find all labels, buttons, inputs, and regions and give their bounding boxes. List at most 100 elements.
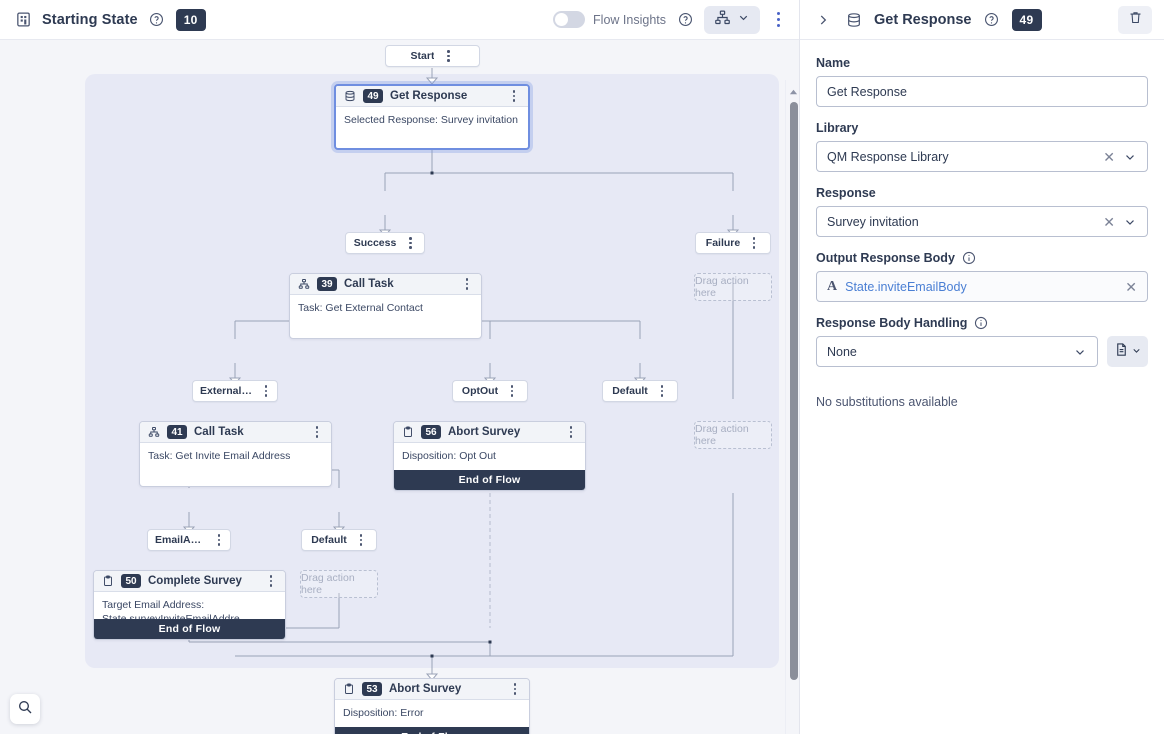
kebab-dot xyxy=(660,394,664,397)
kebab-dot xyxy=(409,241,412,245)
scrollbar-thumb[interactable] xyxy=(789,102,798,680)
branch-menu-icon[interactable] xyxy=(442,48,454,64)
clipboard-icon xyxy=(402,426,414,438)
properties-panel: Get Response 49 Name xyxy=(800,0,1164,734)
node-header[interactable]: 49 Get Response xyxy=(336,86,528,107)
canvas-search-button[interactable] xyxy=(10,694,40,724)
node-menu-icon[interactable] xyxy=(311,424,323,440)
info-icon[interactable] xyxy=(974,316,988,330)
node-header[interactable]: 41 Call Task xyxy=(140,422,331,443)
flow-node-abort-survey-56[interactable]: 56 Abort Survey Disposition: Opt Out End… xyxy=(393,421,586,491)
insights-help-circle-icon[interactable] xyxy=(674,9,696,31)
info-icon[interactable] xyxy=(962,251,976,265)
canvas-vertical-scrollbar[interactable] xyxy=(785,80,799,734)
kebab-dot xyxy=(510,385,514,388)
kebab-dot xyxy=(409,237,412,240)
dropzone-label: Drag action here xyxy=(695,423,749,447)
kebab-dot xyxy=(510,394,514,397)
branch-pill-optout[interactable]: OptOut xyxy=(452,380,528,402)
help-circle-icon[interactable] xyxy=(146,9,168,31)
name-input[interactable]: Get Response xyxy=(816,76,1148,107)
label-text: Library xyxy=(816,121,859,135)
library-value: QM Response Library xyxy=(827,149,949,164)
flow-node-complete-survey-50[interactable]: 50 Complete Survey Target Email Address:… xyxy=(93,570,286,640)
node-header[interactable]: 53 Abort Survey xyxy=(335,679,529,700)
node-header[interactable]: 56 Abort Survey xyxy=(394,422,585,443)
branch-menu-icon[interactable] xyxy=(404,235,416,251)
flow-insights-toggle[interactable]: Flow Insights xyxy=(553,11,666,28)
dropzone-failure-top[interactable]: Drag action here xyxy=(694,273,772,301)
kebab-dot xyxy=(264,394,268,397)
node-header[interactable]: 39 Call Task xyxy=(290,274,481,295)
kebab-dot xyxy=(752,246,756,249)
clear-library-icon[interactable]: ✕ xyxy=(1103,148,1115,165)
clear-response-icon[interactable]: ✕ xyxy=(1103,213,1115,230)
node-title: Abort Survey xyxy=(448,426,521,438)
branch-pill-emailaddress[interactable]: EmailAddress... xyxy=(147,529,231,551)
dropzone-default[interactable]: Drag action here xyxy=(300,570,378,598)
flow-node-get-response[interactable]: 49 Get Response Selected Response: Surve… xyxy=(334,84,530,150)
kebab-dot xyxy=(752,237,756,240)
document-options-button[interactable] xyxy=(1107,336,1148,367)
node-menu-icon[interactable] xyxy=(565,424,577,440)
branch-label: Default xyxy=(311,534,347,546)
chevron-down-icon[interactable] xyxy=(1123,215,1137,229)
branch-menu-icon[interactable] xyxy=(506,383,518,399)
branch-pill-externalcontact[interactable]: ExternalConta... xyxy=(192,380,278,402)
node-menu-icon[interactable] xyxy=(265,573,277,589)
node-header[interactable]: 50 Complete Survey xyxy=(94,571,285,592)
flow-node-call-task-41[interactable]: 41 Call Task Task: Get Invite Email Addr… xyxy=(139,421,332,487)
output-response-body-label: Output Response Body xyxy=(816,251,1148,265)
end-of-flow-banner: End of Flow xyxy=(394,470,585,490)
output-response-body-value: State.inviteEmailBody xyxy=(845,279,967,294)
branch-pill-failure[interactable]: Failure xyxy=(695,232,771,254)
dropzone-failure[interactable]: Drag action here xyxy=(694,421,772,449)
help-circle-icon[interactable] xyxy=(981,9,1003,31)
output-response-body-input[interactable]: A State.inviteEmailBody ✕ xyxy=(816,271,1148,302)
branch-pill-success[interactable]: Success xyxy=(345,232,425,254)
flow-editor-pane: Starting State 10 Flow Insights xyxy=(0,0,800,734)
kebab-dot xyxy=(217,534,221,537)
flow-node-call-task-39[interactable]: 39 Call Task Task: Get External Contact xyxy=(289,273,482,339)
clear-output-body-icon[interactable]: ✕ xyxy=(1125,278,1137,295)
branch-pill-default-1[interactable]: Default xyxy=(602,380,678,402)
response-body-handling-label: Response Body Handling xyxy=(816,316,1148,330)
node-body: Task: Get Invite Email Address xyxy=(148,450,291,462)
chevron-down-icon[interactable] xyxy=(1073,345,1087,359)
flow-canvas[interactable]: Start 49 xyxy=(0,40,799,734)
toolbar-overflow-menu[interactable] xyxy=(768,9,788,31)
toggle-switch[interactable] xyxy=(553,11,586,28)
response-body-handling-row: None xyxy=(816,336,1148,367)
library-select[interactable]: QM Response Library ✕ xyxy=(816,141,1148,172)
label-text: Response Body Handling xyxy=(816,316,968,330)
chevron-right-icon[interactable] xyxy=(812,9,834,31)
branch-menu-icon[interactable] xyxy=(748,235,760,251)
branch-pill-start[interactable]: Start xyxy=(385,45,480,67)
building-icon xyxy=(12,9,34,31)
kebab-dot xyxy=(776,12,780,15)
delete-node-button[interactable] xyxy=(1118,5,1152,34)
caret-up-icon[interactable] xyxy=(789,84,798,95)
response-select[interactable]: Survey invitation ✕ xyxy=(816,206,1148,237)
kebab-dot xyxy=(776,18,780,21)
node-menu-icon[interactable] xyxy=(461,276,473,292)
flow-node-abort-survey-53[interactable]: 53 Abort Survey Disposition: Error End o… xyxy=(334,678,530,734)
branch-menu-icon[interactable] xyxy=(215,532,223,548)
kebab-dot xyxy=(465,278,469,281)
kebab-dot xyxy=(512,90,516,93)
view-mode-button[interactable] xyxy=(704,5,760,34)
branch-menu-icon[interactable] xyxy=(656,383,668,399)
flow-insights-label: Flow Insights xyxy=(593,12,666,27)
branch-menu-icon[interactable] xyxy=(262,383,270,399)
response-body-handling-select[interactable]: None xyxy=(816,336,1098,367)
branch-pill-default-2[interactable]: Default xyxy=(301,529,377,551)
chevron-down-icon[interactable] xyxy=(1123,150,1137,164)
node-menu-icon[interactable] xyxy=(509,681,521,697)
node-body: Selected Response: Survey invitation xyxy=(344,114,518,126)
node-title: Call Task xyxy=(194,426,244,438)
kebab-dot xyxy=(465,282,469,286)
node-title: Get Response xyxy=(390,90,468,102)
node-menu-icon[interactable] xyxy=(508,88,520,104)
document-icon xyxy=(1114,342,1129,362)
branch-menu-icon[interactable] xyxy=(355,532,367,548)
